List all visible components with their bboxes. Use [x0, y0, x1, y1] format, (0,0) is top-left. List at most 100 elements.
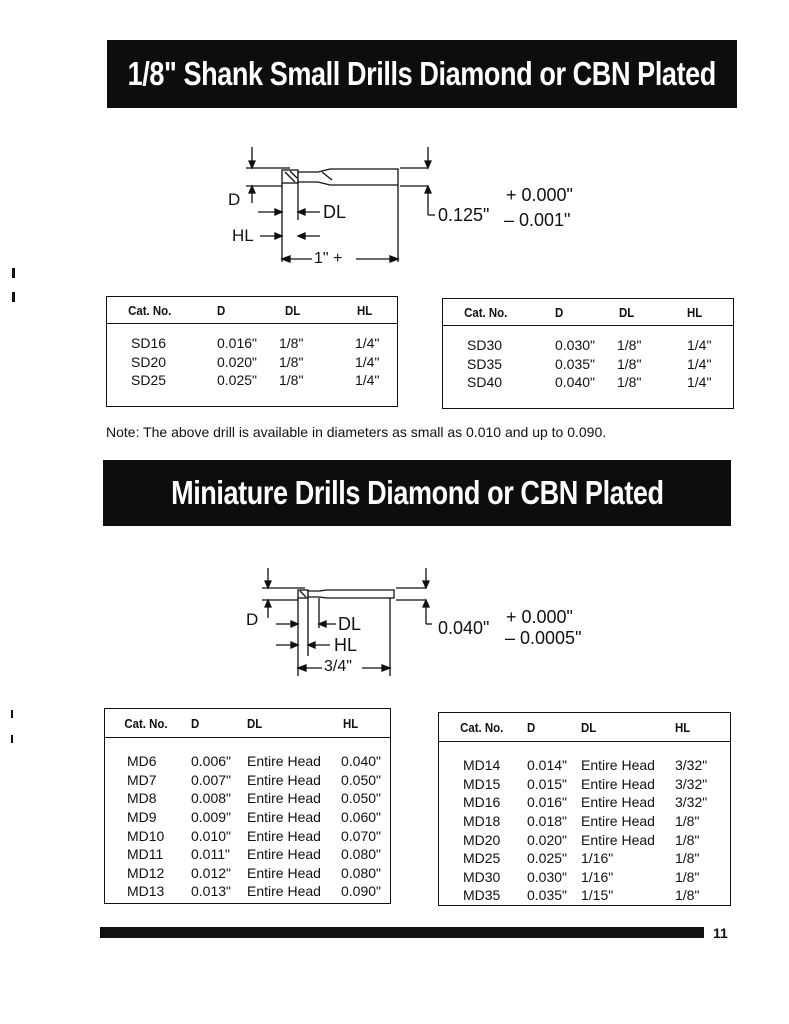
header-d: D	[191, 715, 200, 731]
d-arrow-bottom	[264, 598, 272, 608]
header-hl: HL	[343, 715, 359, 731]
cell-cat-no: MD35	[463, 887, 501, 904]
section1-title-banner: 1/8" Shank Small Drills Diamond or CBN P…	[107, 40, 737, 108]
shank-arrow-top	[422, 580, 430, 590]
section2-title-banner: Miniature Drills Diamond or CBN Plated	[103, 460, 731, 526]
cell-dl: Entire Head	[581, 757, 655, 774]
cell-hl: 0.070"	[341, 827, 382, 844]
length-label: 1" +	[314, 250, 343, 267]
table-header: Cat. No. D DL HL	[107, 297, 397, 324]
diameter-label: 0.125"	[438, 205, 490, 225]
tolerance-minus: – 0.001"	[504, 210, 571, 230]
d-arrow-top	[264, 580, 272, 590]
cell-dl: Entire Head	[247, 809, 321, 826]
head-hatch	[299, 590, 307, 598]
tolerance-minus: – 0.0005"	[505, 628, 582, 648]
cell-dl: 1/16"	[581, 850, 614, 867]
cell-dl: 1/16"	[581, 868, 614, 885]
hl-arrow	[274, 232, 284, 240]
d-arrow-top	[248, 160, 256, 170]
cell-d: 0.020"	[527, 831, 568, 848]
cell-dl: Entire Head	[247, 827, 321, 844]
hl-label: HL	[334, 635, 358, 655]
cell-cat-no: MD11	[127, 846, 164, 863]
header-cat-no: Cat. No.	[124, 715, 168, 731]
cell-cat-no: MD25	[463, 850, 501, 867]
cell-d: 0.025"	[527, 850, 568, 867]
cell-cat-no: MD16	[463, 794, 501, 811]
cell-dl: Entire Head	[247, 753, 321, 770]
cell-hl: 1/4"	[687, 337, 712, 354]
cell-hl: 0.050"	[341, 790, 382, 807]
cell-cat-no: SD30	[467, 337, 503, 354]
cell-cat-no: MD8	[127, 790, 157, 807]
cell-d: 0.010"	[191, 827, 232, 844]
length-dim-arrow-left	[280, 255, 291, 263]
header-dl: DL	[619, 304, 635, 320]
tolerance-plus: + 0.000"	[506, 185, 573, 205]
footer-bar	[100, 927, 704, 938]
table-row: SD20 0.020" 1/8" 1/4"	[107, 353, 397, 372]
shank-drill-drawing	[246, 147, 435, 263]
dl-arrow	[317, 620, 327, 628]
hl-right-arrow	[296, 232, 306, 240]
drill-shank	[307, 589, 395, 599]
dl-left-arrow	[274, 208, 284, 216]
cell-hl: 0.080"	[341, 864, 382, 881]
cell-d: 0.025"	[217, 372, 258, 389]
cell-dl: Entire Head	[247, 864, 321, 881]
cell-cat-no: SD25	[131, 372, 167, 389]
dl-label: DL	[323, 202, 347, 222]
tolerance-plus: + 0.000"	[506, 607, 573, 627]
length-dim-arrow-left	[296, 664, 307, 672]
margin-mark	[12, 292, 15, 302]
miniature-drill-drawing	[262, 568, 432, 676]
cell-dl: 1/8"	[279, 335, 304, 352]
cell-d: 0.040"	[555, 374, 596, 391]
cell-dl: Entire Head	[581, 775, 655, 792]
header-d: D	[217, 302, 226, 318]
hl-left-arrow	[290, 641, 300, 649]
cell-cat-no: MD30	[463, 868, 501, 885]
length-dim-arrow-right	[389, 255, 400, 263]
cell-cat-no: MD10	[127, 827, 165, 844]
cell-cat-no: MD18	[463, 813, 501, 830]
cell-hl: 0.050"	[341, 771, 382, 788]
cell-hl: 1/4"	[355, 335, 380, 352]
header-hl: HL	[687, 304, 703, 320]
hl-label: HL	[232, 226, 254, 245]
cell-dl: Entire Head	[247, 790, 321, 807]
head-hatch-2	[289, 170, 298, 179]
cell-d: 0.014"	[527, 757, 568, 774]
cell-d: 0.035"	[527, 887, 568, 904]
sd-table-right: Cat. No. D DL HL SD30 0.030" 1/8" 1/4" S…	[442, 298, 734, 409]
cell-d: 0.015"	[527, 775, 568, 792]
header-d: D	[527, 719, 536, 735]
header-cat-no: Cat. No.	[128, 302, 172, 318]
table-row: MD10 0.010" Entire Head 0.070"	[105, 826, 390, 845]
page-number: 11	[713, 925, 728, 941]
table-row: SD25 0.025" 1/8" 1/4"	[107, 371, 397, 390]
margin-mark	[11, 710, 13, 718]
header-cat-no: Cat. No.	[464, 304, 508, 320]
header-dl: DL	[247, 715, 263, 731]
cell-hl: 1/8"	[675, 831, 700, 848]
table-header: Cat. No. D DL HL	[443, 299, 733, 326]
cell-hl: 1/4"	[687, 374, 712, 391]
cell-d: 0.008"	[191, 790, 232, 807]
cell-hl: 1/8"	[675, 868, 700, 885]
cell-dl: Entire Head	[247, 771, 321, 788]
dl-arrow	[296, 208, 306, 216]
margin-mark	[12, 268, 15, 278]
cell-hl: 3/32"	[675, 757, 708, 774]
cell-cat-no: MD20	[463, 831, 501, 848]
